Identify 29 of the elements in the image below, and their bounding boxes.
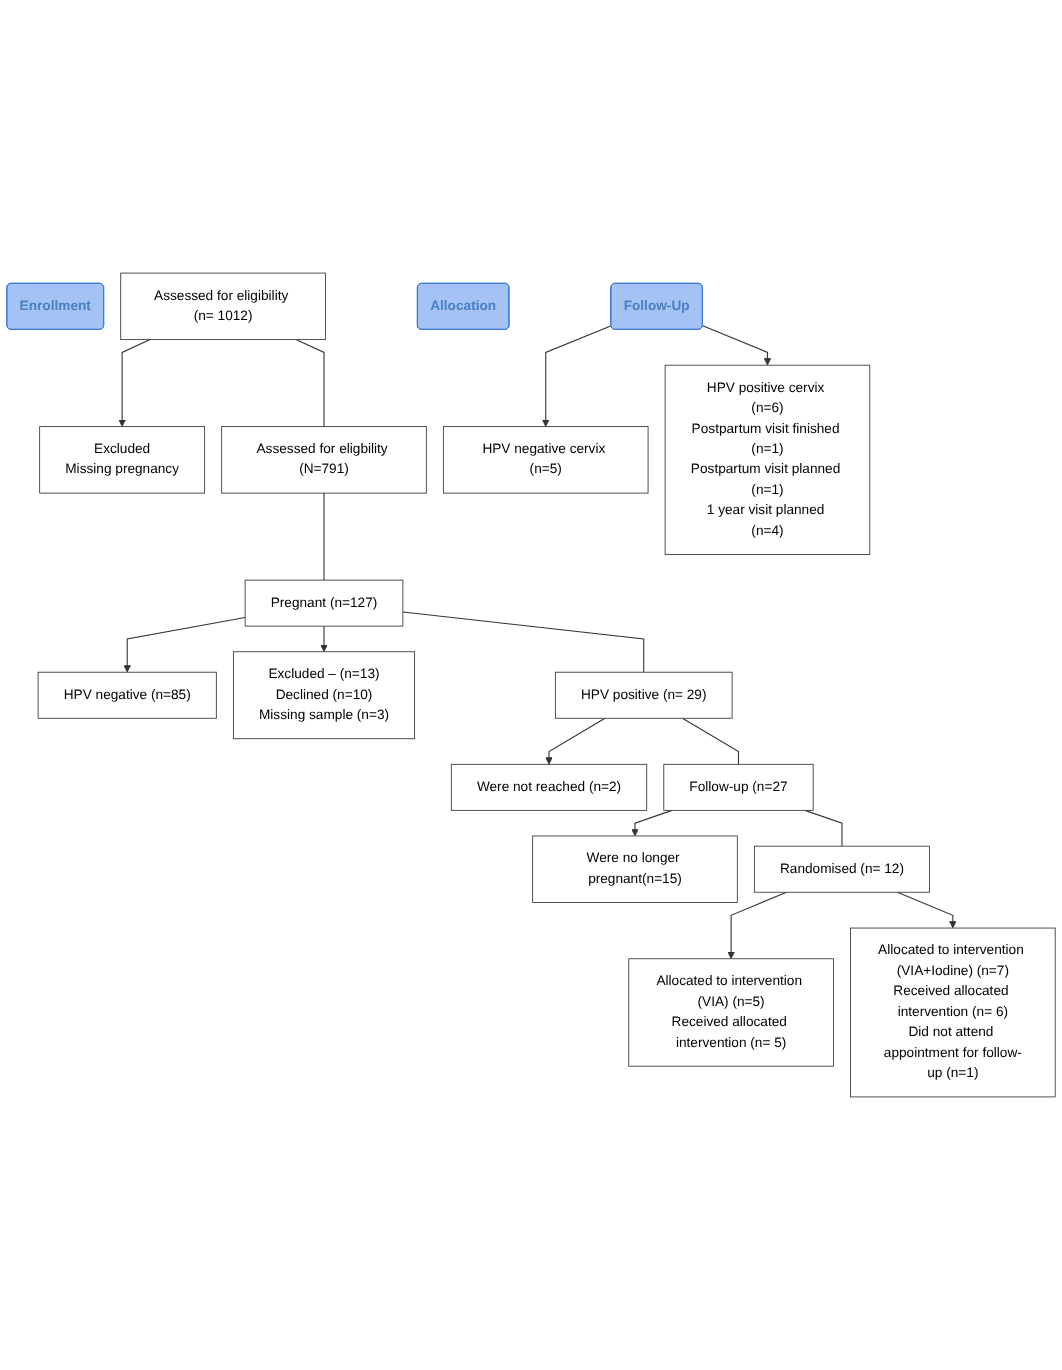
connector bbox=[681, 717, 740, 765]
node-box bbox=[664, 364, 871, 555]
node-box bbox=[450, 763, 648, 811]
arrow bbox=[896, 891, 957, 929]
node-box bbox=[628, 958, 834, 1067]
connector bbox=[295, 339, 325, 428]
arrow bbox=[123, 616, 246, 673]
connector bbox=[323, 492, 325, 581]
arrow bbox=[320, 625, 328, 653]
connector bbox=[402, 611, 645, 673]
node-box bbox=[850, 927, 1056, 1098]
arrow bbox=[631, 809, 673, 837]
node-box bbox=[753, 845, 930, 893]
node-box bbox=[37, 671, 217, 719]
arrow bbox=[542, 325, 612, 427]
arrow bbox=[545, 717, 606, 765]
node-box bbox=[663, 763, 814, 811]
arrow bbox=[727, 891, 788, 960]
node-box bbox=[232, 651, 416, 740]
node-box bbox=[554, 671, 733, 719]
node-box bbox=[532, 835, 738, 903]
arrow bbox=[702, 325, 772, 366]
node-box bbox=[244, 579, 404, 627]
connector bbox=[804, 809, 843, 847]
arrow bbox=[118, 339, 151, 427]
node-box bbox=[221, 426, 427, 494]
node-box bbox=[39, 426, 206, 494]
node-box bbox=[120, 272, 326, 341]
node-box bbox=[442, 426, 649, 494]
